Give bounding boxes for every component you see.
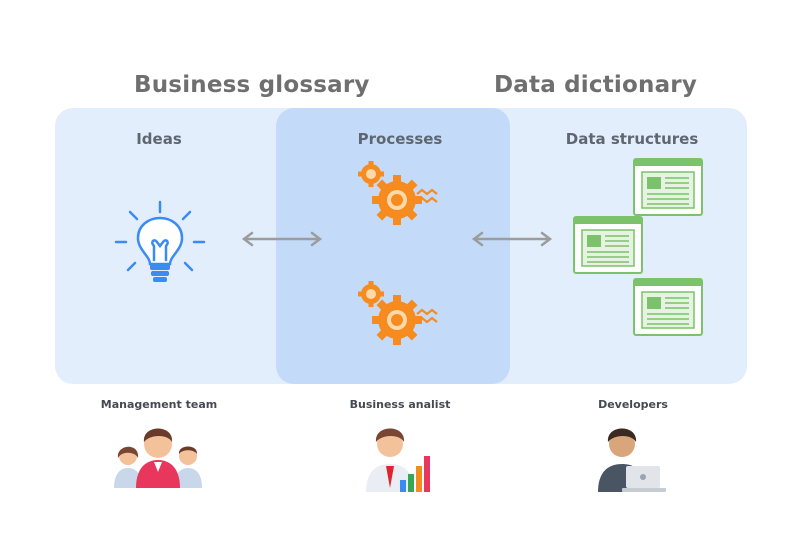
- document-window-icon: [633, 278, 703, 336]
- lightbulb-icon: [114, 200, 206, 282]
- gear-icon: [358, 281, 438, 345]
- team-people-icon: [114, 428, 202, 488]
- document-window-icon: [633, 158, 703, 216]
- management-team-label: Management team: [100, 398, 218, 411]
- analyst-chart-icon: [366, 428, 430, 492]
- developers-label: Developers: [598, 398, 668, 411]
- ideas-label: Ideas: [136, 130, 182, 148]
- double-arrow-icon: [471, 231, 553, 247]
- processes-label: Processes: [357, 130, 443, 148]
- gear-icon: [358, 161, 438, 225]
- business-glossary-heading: Business glossary: [134, 72, 370, 98]
- data-dictionary-heading: Data dictionary: [494, 72, 698, 98]
- document-window-icon: [573, 216, 643, 274]
- data-structures-label: Data structures: [565, 130, 699, 148]
- developer-laptop-icon: [598, 428, 666, 492]
- double-arrow-icon: [241, 231, 323, 247]
- business-analyst-label: Business analist: [349, 398, 451, 411]
